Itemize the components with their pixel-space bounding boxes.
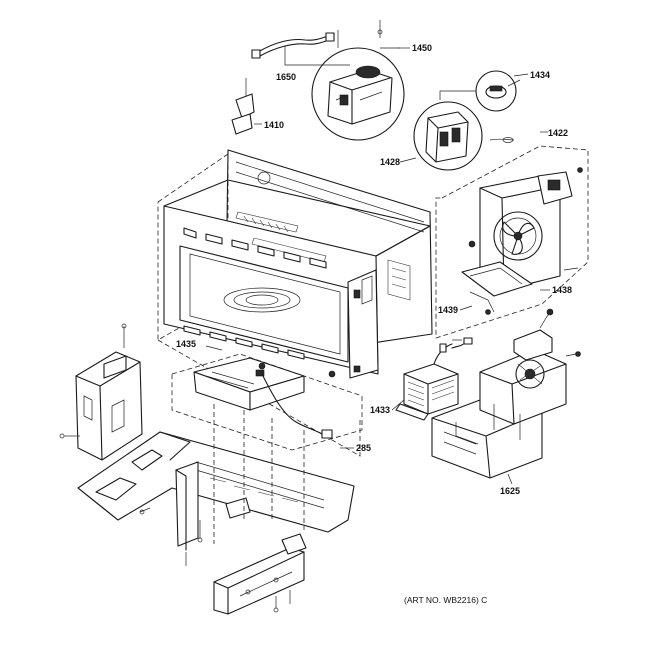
callout-1438: 1438 <box>552 285 572 295</box>
callout-1650: 1650 <box>276 72 296 82</box>
callout-1450: 1450 <box>412 43 432 53</box>
callout-1433: 1433 <box>370 405 390 415</box>
callout-1410: 1410 <box>264 120 284 130</box>
part-1650-wire-harness <box>251 32 350 66</box>
bottom-bracket <box>213 533 307 615</box>
part-1434-detail-circle <box>439 70 521 112</box>
callout-1435: 1435 <box>176 339 196 349</box>
part-1410-bracket <box>231 78 262 135</box>
part-1450-detail-circle <box>311 20 405 141</box>
bottom-base-frame <box>77 404 355 566</box>
callout-1422: 1422 <box>548 128 568 138</box>
callout-1625: 1625 <box>500 486 520 496</box>
callout-1434: 1434 <box>530 70 550 80</box>
callout-1439: 1439 <box>438 305 458 315</box>
part-1433-transformer <box>395 337 473 421</box>
part-1422-fan-assembly <box>435 145 589 339</box>
part-1428-detail-circle <box>413 101 515 171</box>
leader-lines <box>205 47 550 485</box>
main-chassis-cavity <box>157 149 433 457</box>
callout-labels: 1650 1450 1434 1410 1428 1422 1438 1439 … <box>176 43 572 605</box>
part-285-bottom-assembly <box>171 353 363 451</box>
art-number-label: (ART NO. WB2216) C <box>404 595 487 605</box>
callout-285: 285 <box>356 443 371 453</box>
part-1625-magnetron-base <box>431 308 581 479</box>
left-side-panel <box>59 323 143 461</box>
callout-1428: 1428 <box>380 157 400 167</box>
